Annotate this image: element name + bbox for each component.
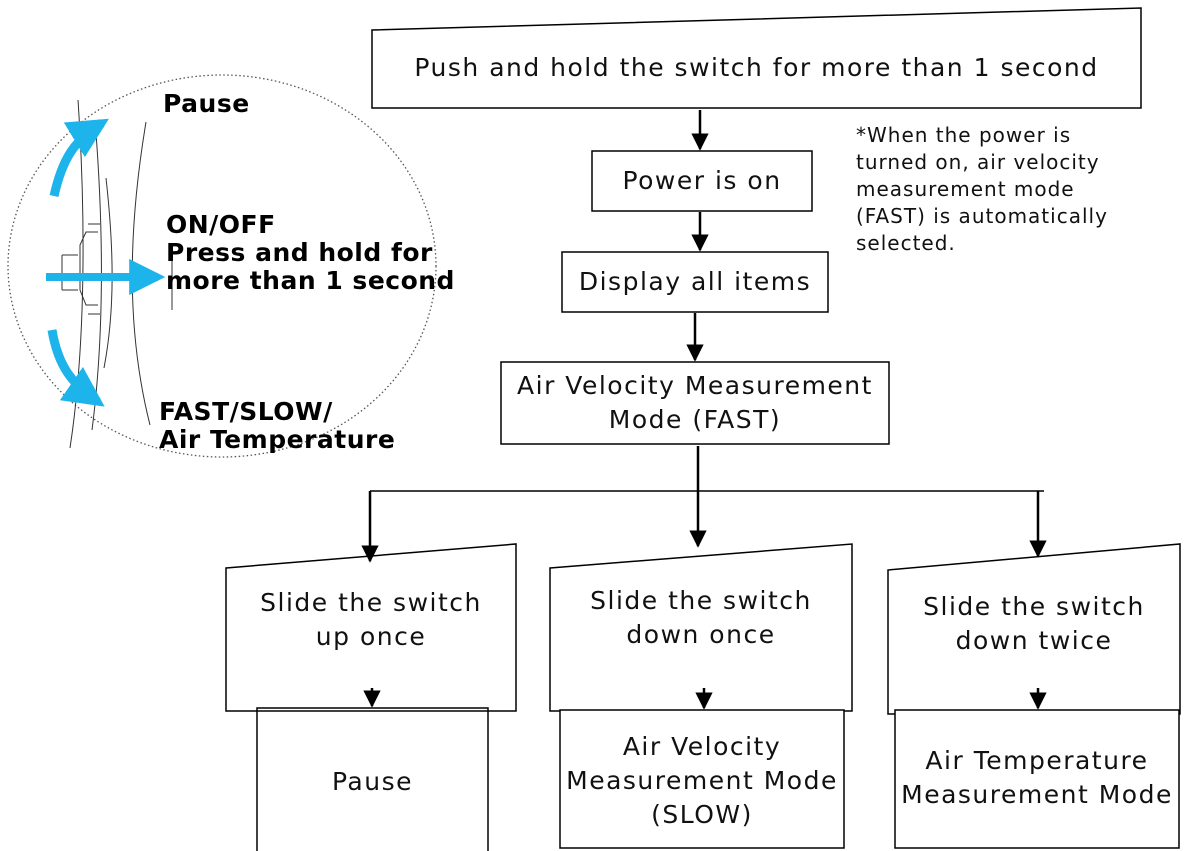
branch-1-result-text: Pause — [331, 767, 414, 796]
branch-1-action-text: Slide the switch up once — [260, 588, 482, 651]
branch-3-action-box — [887, 543, 1181, 715]
branch-1-result-box — [256, 707, 489, 851]
branch-2-action-text: Slide the switch down once — [590, 586, 812, 649]
branch-2-result-text: Air Velocity Measurement Mode (SLOW) — [566, 732, 838, 829]
switch-detail — [7, 74, 437, 458]
branch-1-action-box — [225, 543, 517, 712]
branch-2-result-box — [559, 709, 845, 849]
branch-3-action-text: Slide the switch down twice — [923, 592, 1145, 655]
branch-3-result-box — [894, 709, 1180, 849]
auto-select-note: *When the power is turned on, air veloci… — [856, 123, 1108, 255]
pause-label: Pause — [163, 89, 250, 118]
power-on-box — [591, 150, 813, 212]
curved-down-arrow-icon — [47, 329, 105, 407]
flow-connectors — [361, 110, 1047, 710]
start-manual-input-box — [371, 7, 1142, 109]
air-fast-box — [500, 361, 890, 445]
display-all-box — [561, 251, 829, 313]
curved-up-arrow-icon — [49, 118, 109, 197]
branch-2-action-box — [549, 543, 853, 712]
start-step-text: Push and hold the switch for more than 1… — [414, 53, 1099, 82]
fast-slow-label: FAST/SLOW/ Air Temperature — [159, 397, 396, 454]
detail-circle-outline — [7, 74, 437, 458]
air-fast-text: Air Velocity Measurement Mode (FAST) — [517, 371, 873, 434]
display-all-text: Display all items — [578, 267, 812, 296]
branch-3-result-text: Air Temperature Measurement Mode — [901, 746, 1173, 809]
power-on-text: Power is on — [622, 166, 782, 195]
onoff-label: ON/OFF Press and hold for more than 1 se… — [166, 210, 455, 295]
